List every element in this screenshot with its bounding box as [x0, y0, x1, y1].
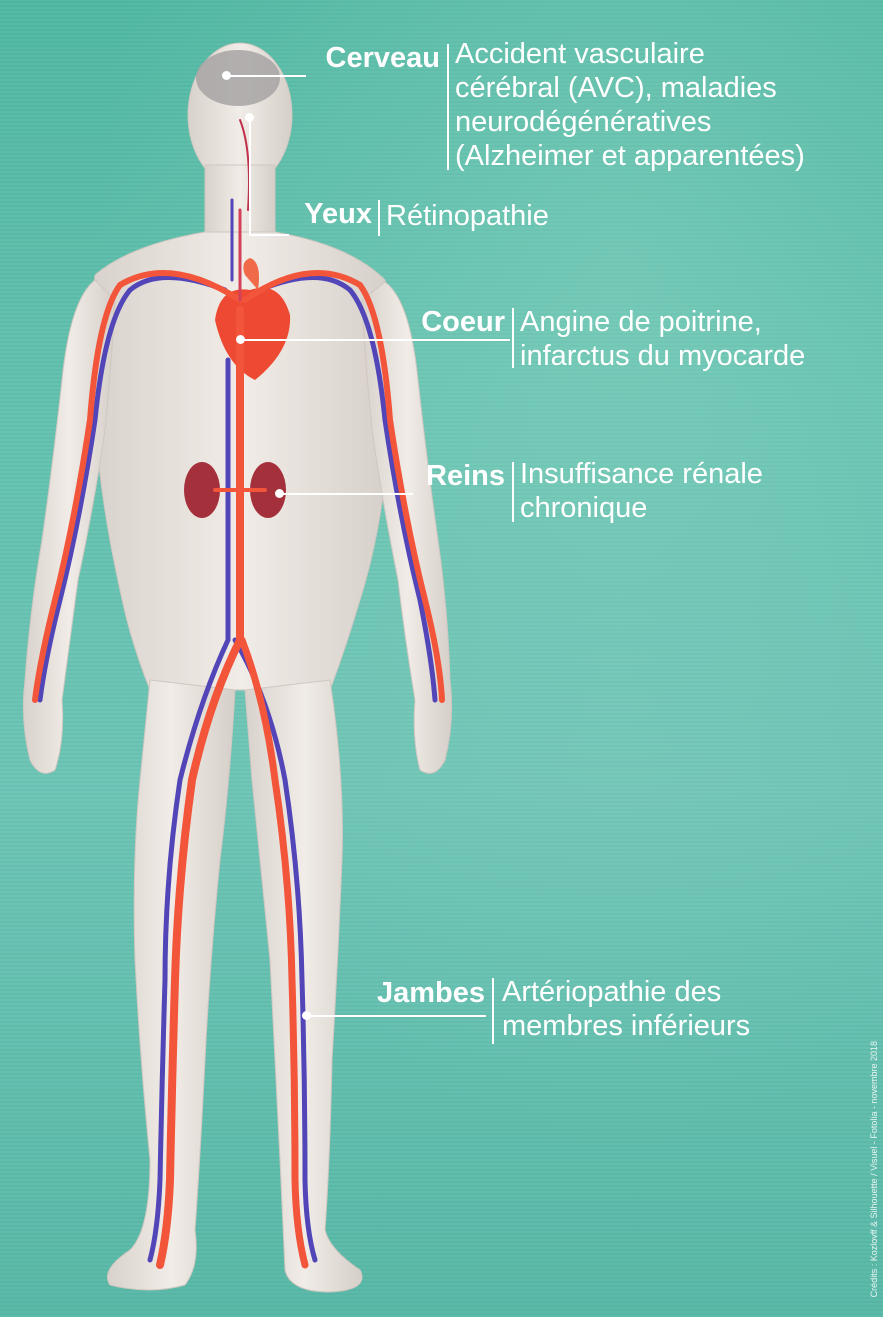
brain-leader-line: [226, 75, 306, 77]
separator-jambes: [492, 978, 494, 1044]
leg-leader-line: [306, 1015, 486, 1017]
eye-leader-line: [249, 234, 289, 236]
organ-label-yeux: Yeux: [280, 198, 372, 231]
desc-yeux-line-1: Rétinopathie: [386, 200, 549, 233]
organ-label-coeur: Coeur: [390, 306, 505, 339]
separator-coeur: [512, 308, 514, 368]
desc-jambes-line-1: Artériopathie des: [502, 976, 721, 1009]
image-credit: Crédits : Kozlovff & Silhouette / Visuel…: [869, 1041, 879, 1297]
desc-cerveau-line-2: cérébral (AVC), maladies: [455, 72, 777, 105]
desc-reins-line-2: chronique: [520, 492, 647, 525]
desc-cerveau-line-4: (Alzheimer et apparentées): [455, 140, 805, 173]
separator-cerveau: [447, 44, 449, 170]
desc-cerveau-line-1: Accident vasculaire: [455, 38, 705, 71]
organ-label-jambes: Jambes: [345, 977, 485, 1010]
eye-leader-vertical: [249, 117, 251, 235]
separator-reins: [512, 462, 514, 522]
desc-jambes-line-2: membres inférieurs: [502, 1010, 750, 1043]
desc-cerveau-line-3: neurodégénératives: [455, 106, 711, 139]
separator-yeux: [378, 200, 380, 236]
desc-coeur-line-1: Angine de poitrine,: [520, 306, 762, 339]
organ-label-reins: Reins: [400, 460, 505, 493]
kidney-leader-line: [279, 493, 413, 495]
desc-coeur-line-2: infarctus du myocarde: [520, 340, 805, 373]
heart-leader-line: [240, 339, 510, 341]
desc-reins-line-1: Insuffisance rénale: [520, 458, 763, 491]
organ-label-cerveau: Cerveau: [290, 42, 440, 75]
brain-shape: [196, 50, 280, 106]
